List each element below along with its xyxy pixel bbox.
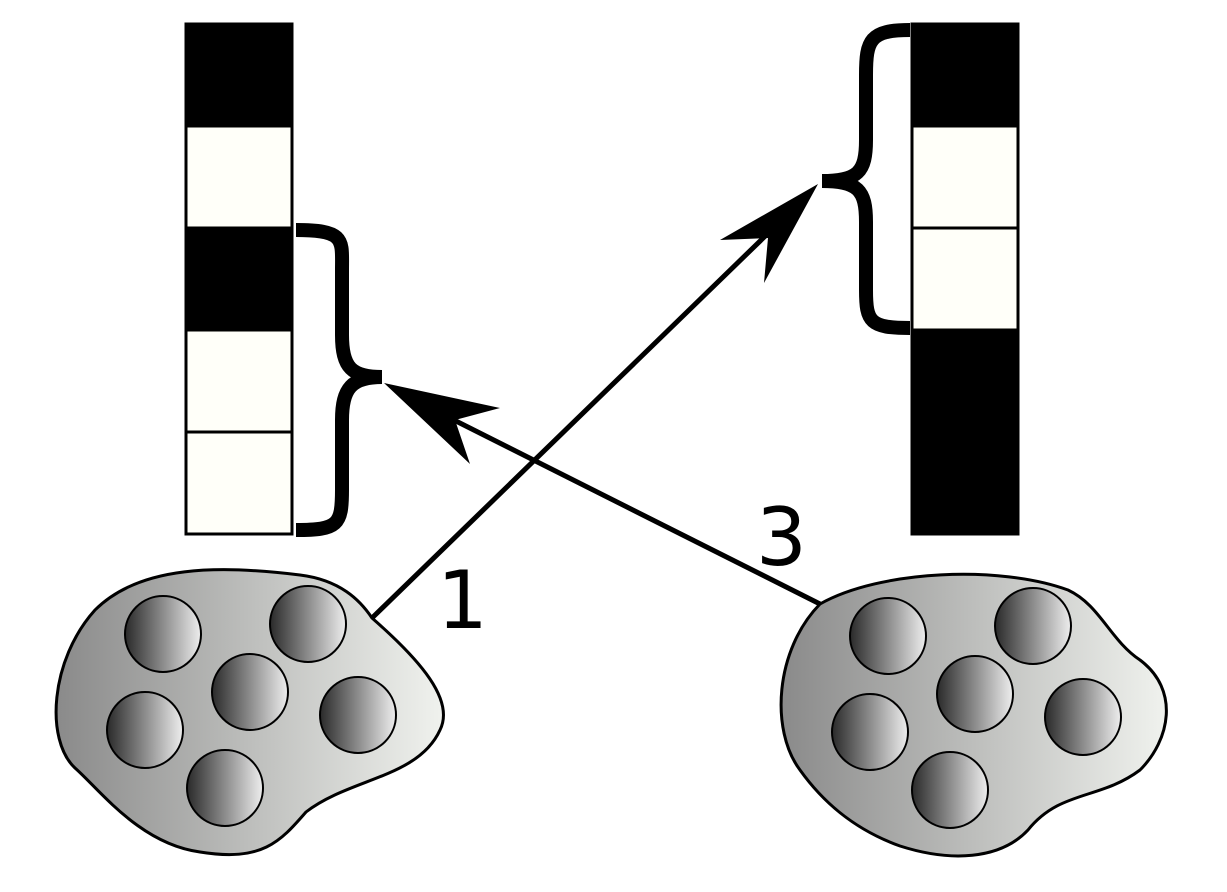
left-brace <box>295 223 383 537</box>
left-column-cell-3 <box>184 226 294 332</box>
left-bead-3 <box>211 653 289 731</box>
right-bead-6 <box>911 751 989 829</box>
left-column-cell-4 <box>184 328 294 434</box>
right-bead-3 <box>936 655 1014 733</box>
right-bead-1 <box>849 597 927 675</box>
left-bead-6 <box>186 749 264 827</box>
right-column-cell-3 <box>910 226 1020 332</box>
arrow-1-head <box>720 184 818 283</box>
right-column-cell-2 <box>910 124 1020 230</box>
arrow-label-1: 1 <box>437 554 488 647</box>
left-bead-2 <box>269 585 347 663</box>
left-bead-5 <box>319 676 397 754</box>
right-sequence-column <box>910 22 1020 536</box>
left-column-cell-2 <box>184 124 294 230</box>
right-bead-5 <box>1044 678 1122 756</box>
left-bead-4 <box>106 691 184 769</box>
left-bead-cluster <box>54 568 446 857</box>
right-bead-cluster <box>779 572 1168 858</box>
arrow-3-head <box>384 383 500 464</box>
arrow-label-3: 3 <box>756 491 807 584</box>
arrow-3-line <box>428 405 822 607</box>
left-sequence-column <box>184 22 294 536</box>
left-column-cell-1 <box>184 22 294 128</box>
right-column-cell-1 <box>910 22 1020 128</box>
right-column-cell-4 <box>910 328 1020 434</box>
left-column-cell-5 <box>184 430 294 536</box>
left-bead-1 <box>124 595 202 673</box>
right-bead-4 <box>831 693 909 771</box>
right-bead-2 <box>994 587 1072 665</box>
arrow-1-line <box>370 210 792 620</box>
right-column-cell-5 <box>910 430 1020 536</box>
right-brace <box>821 23 911 335</box>
